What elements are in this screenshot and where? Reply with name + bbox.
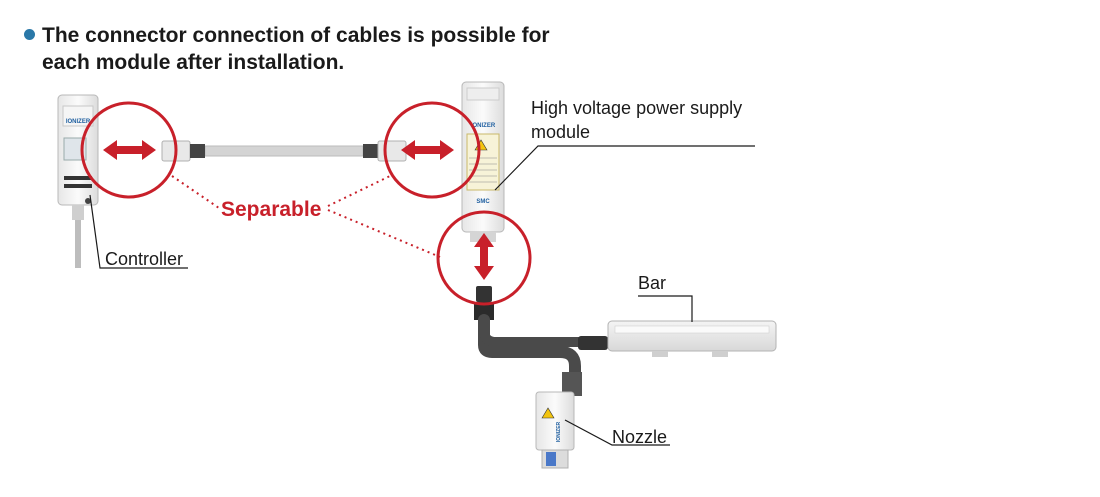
- controller-connector-circle: [80, 101, 178, 199]
- separable-circles: [80, 101, 532, 306]
- heading-line-2: each module after installation.: [42, 51, 345, 74]
- hv-input-connector-circle: [383, 101, 481, 199]
- double-arrow-horizontal-icon: [401, 140, 454, 160]
- double-arrow-horizontal-icon: [103, 140, 156, 160]
- hv-brand-text: IONIZER: [471, 123, 496, 129]
- hv-logo-text: SMC: [476, 199, 490, 205]
- heading-text-1: The connector connection of cables is po…: [42, 24, 550, 47]
- controller-cable: [161, 140, 407, 162]
- heading: The connector connection of cables is po…: [24, 22, 550, 76]
- hv-output-connector-circle: [436, 210, 532, 306]
- arrow-icons: [103, 140, 494, 280]
- hv-output-cable: [474, 286, 608, 391]
- callout-leader-lines: [89, 145, 755, 446]
- bar-device: [607, 320, 777, 357]
- separable-label: Separable: [221, 198, 322, 221]
- controller-label: Controller: [105, 249, 184, 269]
- nozzle-brand-text: IONIZER: [556, 421, 562, 442]
- separable-dotted-lines: [171, 175, 441, 258]
- controller-brand-text: IONIZER: [66, 119, 91, 125]
- double-arrow-vertical-icon: [474, 233, 494, 280]
- nozzle-device: IONIZER: [535, 372, 582, 469]
- bar-label: Bar: [638, 273, 667, 293]
- heading-line-1: The connector connection of cables is po…: [24, 22, 550, 49]
- hv-power-supply-module: IONIZER SMC: [461, 81, 505, 242]
- bullet-icon: [24, 29, 35, 40]
- hv-supply-label-line-1: High voltage power supply: [531, 98, 743, 118]
- hv-supply-label-line-2: module: [531, 122, 591, 142]
- controller-device: IONIZER: [57, 94, 99, 268]
- nozzle-label: Nozzle: [612, 427, 668, 447]
